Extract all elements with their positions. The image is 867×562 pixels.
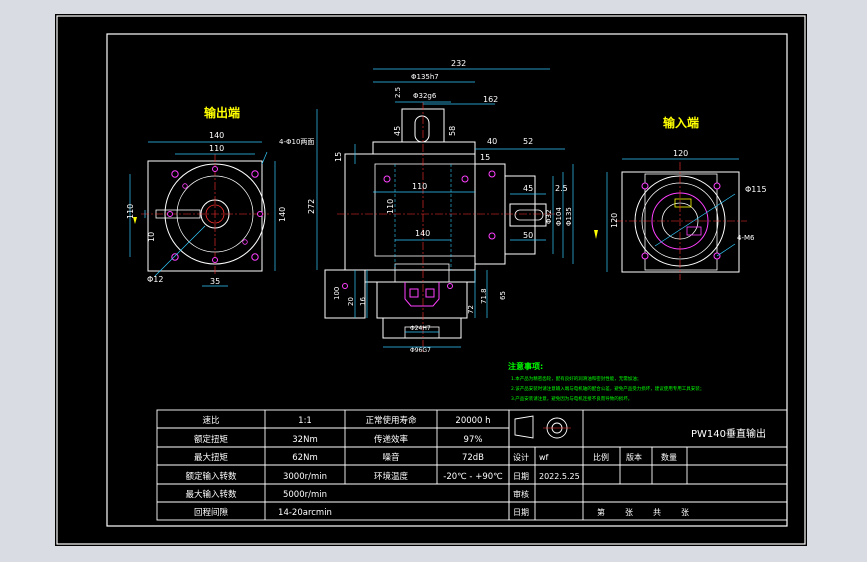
dim-side-162: 162 bbox=[483, 95, 498, 104]
spec-cell-r1-c1: 32Nm bbox=[292, 435, 317, 445]
dim-input-120: 120 bbox=[673, 149, 688, 158]
output-front-view bbox=[129, 141, 276, 287]
notes-block: 注意事项: 1.本产品为精密齿轮，配有良好的润滑油和密封性能，无需加油； 2.该… bbox=[508, 361, 704, 402]
dim-side-232: 232 bbox=[451, 59, 466, 68]
dim-side-110: 110 bbox=[412, 182, 427, 191]
dim-side-16: 16 bbox=[359, 297, 367, 306]
dim-side-d24h7: Φ24H7 bbox=[410, 325, 431, 332]
output-end-label: 输出端 bbox=[204, 105, 240, 120]
dim-side-50: 50 bbox=[523, 231, 533, 240]
note-item-1: 1.本产品为精密齿轮，配有良好的润滑油和密封性能，无需加油； bbox=[511, 375, 641, 382]
side-section-view bbox=[316, 68, 574, 354]
dim-front-d12: Φ12 bbox=[147, 275, 163, 284]
spec-cells: 速比 1:1 正常使用寿命 20000 h 额定扭矩 32Nm 传递效率 97% 最大扭矩 62N… bbox=[185, 415, 503, 518]
sheet-label: 第 bbox=[597, 507, 605, 517]
spec-cell-r0-c1: 1:1 bbox=[298, 416, 312, 426]
quantity-label: 数量 bbox=[661, 452, 677, 462]
dim-front-h140: 140 bbox=[278, 207, 287, 222]
dim-side-d32: Φ32 bbox=[545, 210, 553, 224]
date2-label: 日期 bbox=[513, 508, 529, 517]
dim-input-h120: 120 bbox=[610, 213, 619, 228]
note-item-2: 2.该产品安装时请注意输入端与电机轴的配合公差，避免产品受力损坏，建议使用专用工… bbox=[511, 385, 704, 392]
spec-cell-r3-c0: 额定输入转数 bbox=[185, 471, 237, 482]
dim-side-20: 20 bbox=[347, 297, 355, 306]
dim-side-71: 71.8 bbox=[480, 288, 488, 304]
dim-side-140: 140 bbox=[415, 229, 430, 238]
dim-side-45b: 45 bbox=[523, 184, 533, 193]
spec-cell-r0-c0: 速比 bbox=[202, 415, 219, 426]
spec-cell-r5-c0: 回程间隙 bbox=[194, 507, 229, 518]
dim-side-2p5b: 2.5 bbox=[555, 184, 568, 193]
sheets-label: 张 bbox=[681, 508, 689, 517]
date-label: 日期 bbox=[513, 472, 529, 481]
spec-cell-r2-c1: 62Nm bbox=[292, 453, 317, 463]
title-block bbox=[508, 409, 788, 521]
spec-cell-r1-c0: 额定扭矩 bbox=[194, 434, 229, 445]
dim-side-d96h7: Φ96G7 bbox=[410, 347, 431, 354]
projection-symbol bbox=[514, 415, 571, 439]
dim-side-65: 65 bbox=[499, 291, 507, 300]
dim-side-d135h7: Φ135h7 bbox=[411, 73, 439, 81]
dim-front-110: 110 bbox=[209, 144, 224, 153]
spec-cell-r0-c3: 20000 h bbox=[455, 416, 490, 426]
spec-cell-r1-c2: 传递效率 bbox=[374, 434, 409, 445]
dim-side-45: 45 bbox=[393, 126, 402, 136]
spec-cell-r2-c0: 最大扭矩 bbox=[194, 452, 229, 463]
dim-side-58: 58 bbox=[448, 126, 457, 136]
dim-front-10: 10 bbox=[147, 232, 156, 242]
drawing-sheet: 输出端 140 110 4-Φ10两面 110 140 10 Φ12 35 bbox=[55, 14, 807, 546]
dim-front-holes: 4-Φ10两面 bbox=[279, 138, 314, 146]
spec-cell-r3-c1: 3000r/min bbox=[283, 472, 327, 482]
dim-input-d115: Φ115 bbox=[745, 185, 767, 194]
spec-cell-r5-c1: 14-20arcmin bbox=[278, 508, 332, 518]
dim-side-h110: 110 bbox=[386, 199, 395, 214]
spec-cell-r2-c2: 噪音 bbox=[382, 452, 400, 463]
input-end-view bbox=[606, 158, 747, 280]
spec-cell-r3-c2: 环境温度 bbox=[374, 471, 409, 482]
spec-cell-r4-c1: 5000r/min bbox=[283, 490, 327, 500]
spec-cell-r1-c3: 97% bbox=[464, 435, 483, 445]
dim-front-h110: 110 bbox=[126, 204, 135, 219]
sheet-mid-label: 张 bbox=[625, 508, 633, 517]
inner-frame bbox=[106, 33, 788, 527]
outer-frame bbox=[56, 15, 806, 545]
dim-side-40: 40 bbox=[487, 137, 497, 146]
dim-side-272: 272 bbox=[307, 199, 316, 214]
drawing-canvas: 输出端 140 110 4-Φ10两面 110 140 10 Φ12 35 bbox=[56, 15, 806, 545]
dim-side-d104: Φ104 bbox=[555, 207, 563, 226]
input-end-label: 输入端 bbox=[663, 115, 699, 130]
notes-title: 注意事项: bbox=[508, 361, 543, 371]
version-label: 版本 bbox=[626, 452, 642, 462]
dim-side-15a: 15 bbox=[334, 152, 343, 162]
dim-side-52: 52 bbox=[523, 137, 533, 146]
design-label: 设计 bbox=[513, 452, 529, 462]
dim-front-140: 140 bbox=[209, 131, 224, 140]
dim-side-100: 100 bbox=[333, 287, 341, 300]
spec-table bbox=[156, 409, 510, 521]
dim-side-72: 72 bbox=[467, 305, 475, 314]
dim-side-d135: Φ135 bbox=[565, 207, 573, 226]
dim-side-15b: 15 bbox=[480, 153, 490, 162]
marker-left bbox=[133, 217, 137, 224]
dim-front-35: 35 bbox=[210, 277, 220, 286]
total-label: 共 bbox=[653, 508, 661, 517]
review-label: 审核 bbox=[513, 489, 529, 499]
date-value: 2022.5.25 bbox=[539, 472, 580, 481]
marker-right bbox=[594, 230, 598, 239]
scale-label: 比例 bbox=[593, 452, 609, 462]
spec-cell-r2-c3: 72dB bbox=[462, 453, 484, 463]
spec-cell-r3-c3: -20℃ - +90℃ bbox=[443, 472, 503, 482]
spec-cell-r4-c0: 最大输入转数 bbox=[185, 489, 237, 500]
dim-input-m6: 4-M6 bbox=[737, 234, 755, 242]
spec-cell-r0-c2: 正常使用寿命 bbox=[365, 415, 417, 426]
designer-name: wf bbox=[539, 453, 549, 462]
dim-side-d32g6: Φ32g6 bbox=[413, 92, 437, 100]
drawing-name: PW140垂直输出 bbox=[691, 427, 766, 440]
dim-side-2p5: 2.5 bbox=[394, 87, 402, 98]
note-item-3: 3.产品安装请注意，避免因为与电机连接不良而导致的损坏。 bbox=[511, 395, 632, 402]
